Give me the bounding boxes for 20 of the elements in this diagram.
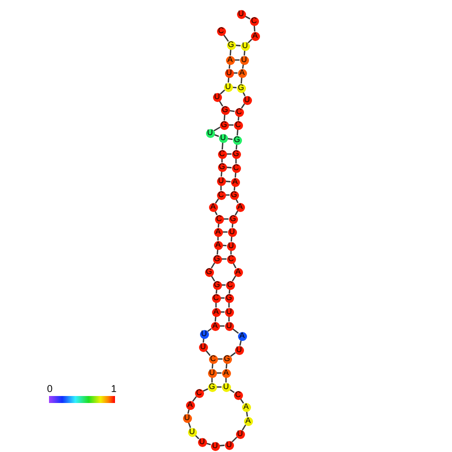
backbone-line xyxy=(230,352,236,357)
backbone-line xyxy=(207,328,212,332)
scale-min-label: 0 xyxy=(47,385,53,395)
base-pair-line xyxy=(229,110,235,112)
backbone-line xyxy=(210,262,216,268)
base-pair-line xyxy=(227,138,233,140)
backbone-line xyxy=(223,34,229,42)
backbone-line xyxy=(214,126,220,132)
backbone-line xyxy=(240,103,246,109)
backbone-line xyxy=(232,262,236,268)
backbone-line xyxy=(246,411,248,417)
backbone-line xyxy=(202,388,208,392)
scale-max-label: 1 xyxy=(111,385,117,395)
backbone-line xyxy=(214,198,220,204)
backbone-line xyxy=(192,396,197,402)
backbone-line xyxy=(220,90,226,94)
backbone-line xyxy=(244,16,250,20)
backbone-line xyxy=(232,276,236,282)
backbone-line xyxy=(234,210,238,216)
backbone-line xyxy=(242,424,246,430)
